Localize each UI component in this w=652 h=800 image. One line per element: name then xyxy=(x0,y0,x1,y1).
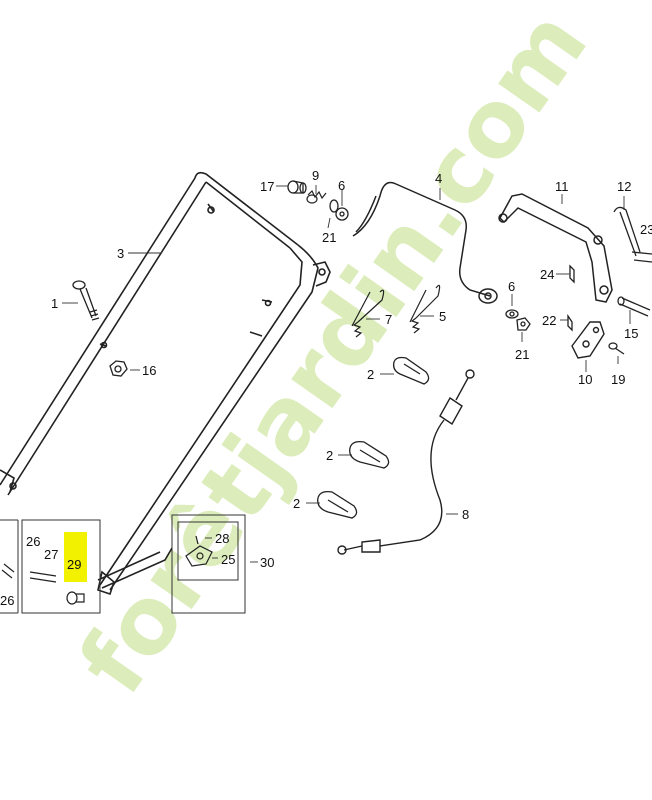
clip-part-12 xyxy=(613,206,641,257)
callout-16: 16 xyxy=(142,363,156,378)
cable-part-8 xyxy=(337,369,475,555)
lever-part-11 xyxy=(498,193,613,303)
callout-2-low: 2 xyxy=(293,496,300,511)
callout-4: 4 xyxy=(435,171,442,186)
callout-17: 17 xyxy=(260,179,274,194)
bracket-part-10 xyxy=(571,321,605,359)
callout-3: 3 xyxy=(117,246,124,261)
callout-10: 10 xyxy=(578,372,592,387)
leader-lines xyxy=(62,185,631,563)
part-23 xyxy=(631,251,652,263)
bolt-part-1 xyxy=(72,280,100,321)
nut-part-16 xyxy=(109,360,128,377)
callout-1: 1 xyxy=(51,296,58,311)
callout-2-top: 2 xyxy=(367,367,374,382)
inset-box-left xyxy=(0,519,101,614)
callout-30: 30 xyxy=(260,555,274,570)
hardware-part-25-28 xyxy=(185,535,213,567)
pin-part-24 xyxy=(569,264,575,284)
pin-part-22 xyxy=(567,313,573,332)
screw-part-19 xyxy=(608,342,625,355)
callout-21-bottom: 21 xyxy=(515,347,529,362)
callout-15: 15 xyxy=(624,326,638,341)
callout-6-top: 6 xyxy=(338,178,345,193)
bolt-part-15 xyxy=(617,296,651,317)
inset-box-right xyxy=(171,514,246,614)
spring-part-7 xyxy=(351,289,385,338)
handle-frame xyxy=(0,171,331,596)
callout-7: 7 xyxy=(385,312,392,327)
callout-29: 29 xyxy=(67,557,81,572)
washer-part-6-bottom xyxy=(505,309,519,319)
callout-9: 9 xyxy=(312,168,319,183)
hardware-inset xyxy=(1,563,85,605)
grip-part-2-low xyxy=(317,490,358,519)
callout-24: 24 xyxy=(540,267,554,282)
callout-6-bottom: 6 xyxy=(508,279,515,294)
callout-5: 5 xyxy=(439,309,446,324)
callout-25: 25 xyxy=(221,552,235,567)
callout-21-top: 21 xyxy=(322,230,336,245)
callout-22: 22 xyxy=(542,313,556,328)
callout-11: 11 xyxy=(555,179,569,194)
grip-part-2-top xyxy=(392,356,430,385)
spring-part-9 xyxy=(306,189,327,204)
callouts: 1 3 16 17 9 6 21 4 11 12 23 24 6 15 22 2… xyxy=(0,168,652,608)
control-rod-part-4 xyxy=(352,181,498,304)
callout-8: 8 xyxy=(462,507,469,522)
washer-part-6-top xyxy=(329,199,349,221)
highlight-part-29 xyxy=(64,532,87,582)
callout-27: 27 xyxy=(44,547,58,562)
grip-part-2-mid xyxy=(349,440,390,469)
bushing-part-17 xyxy=(287,180,307,194)
callout-19: 19 xyxy=(611,372,625,387)
callout-2-mid: 2 xyxy=(326,448,333,463)
callout-26-bottom: 26 xyxy=(0,593,14,608)
spring-part-5 xyxy=(409,284,441,334)
callout-26-top: 26 xyxy=(26,534,40,549)
callout-12: 12 xyxy=(617,179,631,194)
nut-part-21-bottom xyxy=(516,317,531,331)
callout-23: 23 xyxy=(640,222,652,237)
callout-28: 28 xyxy=(215,531,229,546)
